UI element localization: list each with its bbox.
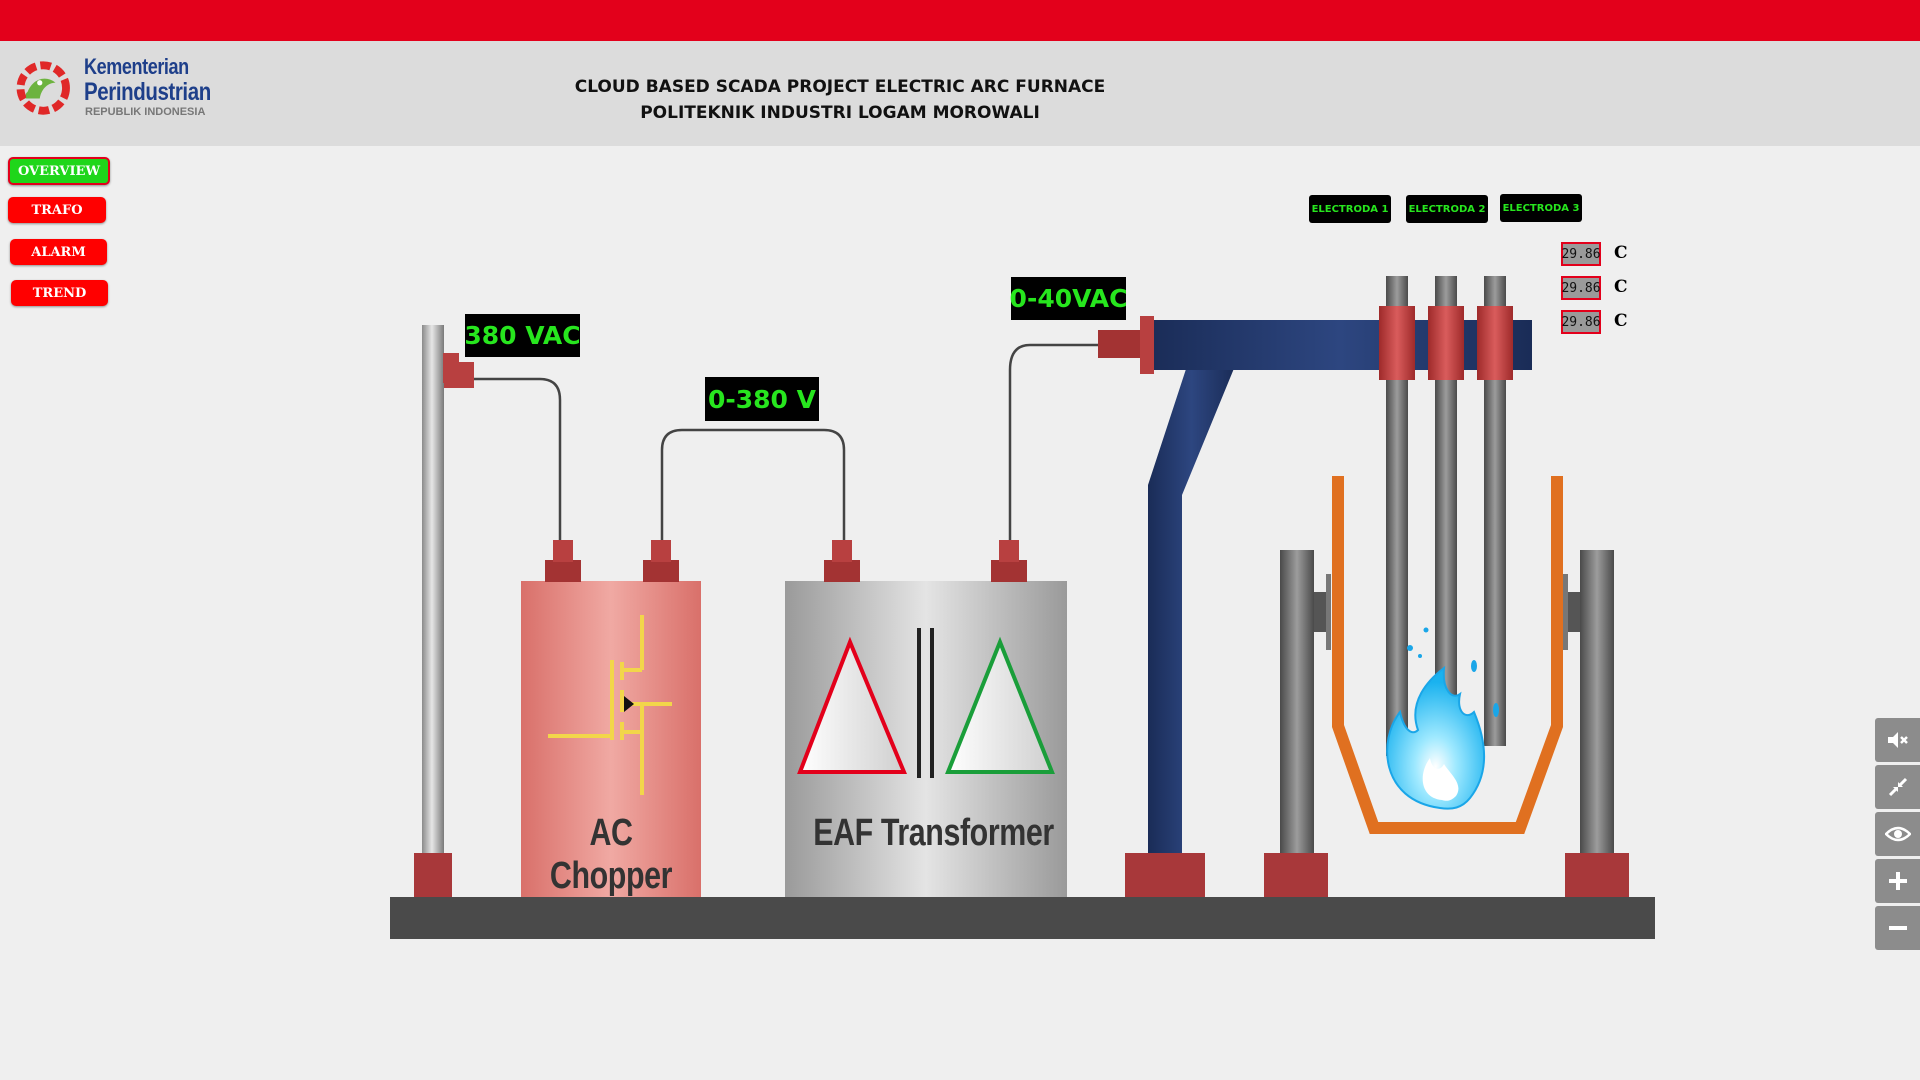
tab-electroda-3[interactable]: ELECTRODA 3 — [1500, 194, 1582, 222]
supply-pole — [422, 325, 444, 855]
page-title-line1: CLOUD BASED SCADA PROJECT ELECTRIC ARC F… — [574, 77, 1106, 97]
collapse-icon — [1888, 777, 1907, 797]
page-title: CLOUD BASED SCADA PROJECT ELECTRIC ARC F… — [540, 74, 1140, 126]
nav-alarm-button[interactable]: ALARM — [10, 239, 107, 265]
label-380vac: 380 VAC — [464, 314, 581, 357]
tab-electroda-2[interactable]: ELECTRODA 2 — [1406, 195, 1488, 223]
zoom-in-button[interactable] — [1875, 859, 1920, 903]
arc-flame — [1386, 627, 1499, 810]
mute-button[interactable] — [1875, 718, 1920, 762]
electrode-1-unit: C — [1614, 243, 1628, 263]
label-0-380v: 0-380 V — [705, 377, 819, 421]
cable-trafo-furnace — [1008, 343, 1100, 540]
kemenperin-logo — [16, 61, 70, 115]
electrode-2-unit: C — [1614, 277, 1628, 297]
electrode-1 — [1386, 276, 1408, 756]
secondary-winding-triangle — [945, 636, 1055, 774]
furnace-post-right — [1580, 550, 1614, 854]
label-0-40vac: 0-40VAC — [1010, 277, 1127, 320]
electrode-arm-frame — [1148, 366, 1235, 854]
zoom-in-icon — [1888, 872, 1907, 890]
zoom-out-button[interactable] — [1875, 906, 1920, 950]
nav-trafo-button[interactable]: TRAFO — [8, 197, 106, 223]
collapse-button[interactable] — [1875, 765, 1920, 809]
top-banner — [0, 0, 1920, 41]
base-platform — [390, 897, 1655, 939]
electrode-arm — [1148, 320, 1532, 370]
eye-icon — [1884, 826, 1911, 842]
electrode-3-unit: C — [1614, 311, 1628, 331]
visibility-button[interactable] — [1875, 812, 1920, 856]
logo-title: Kementerian — [84, 54, 189, 79]
zoom-out-icon — [1888, 926, 1907, 930]
logo-subtitle: Perindustrian — [84, 78, 211, 106]
electrode-1-temperature: 29.86 — [1561, 242, 1601, 266]
eaf-transformer-label: EAF Transformer — [813, 812, 1054, 854]
header — [0, 41, 1920, 146]
furnace-crucible — [1332, 476, 1563, 834]
nav-trend-button[interactable]: TREND — [11, 280, 108, 306]
electrode-2 — [1435, 276, 1457, 756]
electrode-3 — [1484, 276, 1506, 746]
cable-supply — [474, 377, 562, 540]
tab-electroda-1[interactable]: ELECTRODA 1 — [1309, 195, 1391, 223]
logo-caption: REPUBLIK INDONESIA — [85, 106, 206, 118]
ac-chopper-label: AC Chopper — [549, 812, 673, 897]
electrode-3-temperature: 29.86 — [1561, 310, 1601, 334]
furnace-post-left — [1280, 550, 1314, 854]
mute-icon — [1887, 732, 1908, 748]
primary-winding-triangle — [797, 636, 907, 774]
electrode-2-temperature: 29.86 — [1561, 276, 1601, 300]
cable-chopper-trafo — [660, 428, 846, 540]
nav-overview-button[interactable]: OVERVIEW — [8, 157, 110, 185]
page-title-line2: POLITEKNIK INDUSTRI LOGAM MOROWALI — [640, 103, 1040, 123]
